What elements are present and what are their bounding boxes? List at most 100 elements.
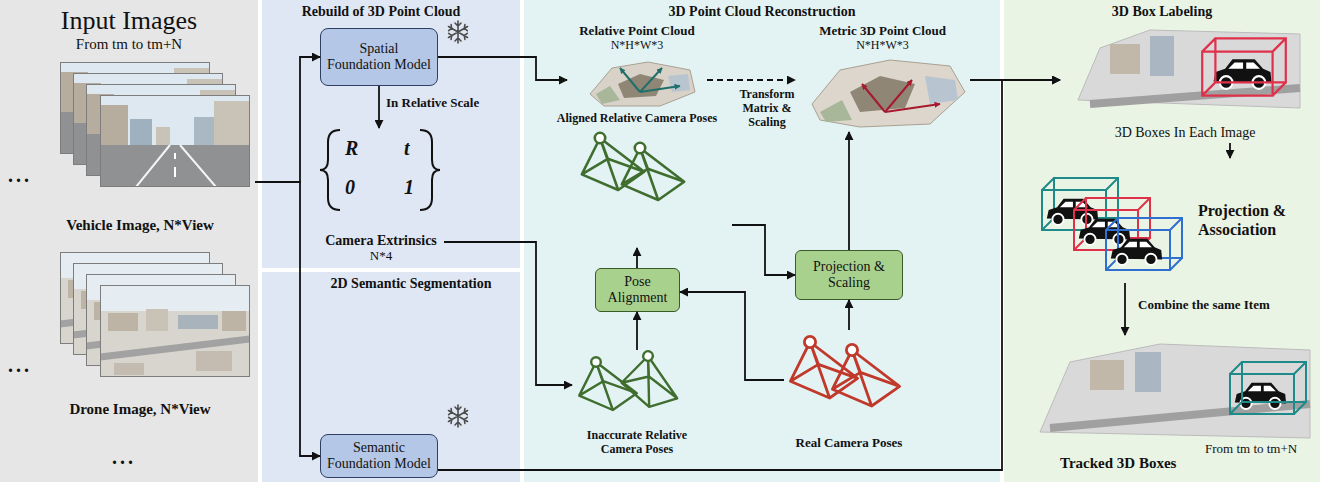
pose-arrows bbox=[640, 86, 680, 92]
model-box: Semantic Foundation Model bbox=[320, 434, 438, 478]
image-caption: Drone Image, N*View bbox=[25, 401, 255, 418]
label-holder: ... bbox=[112, 446, 136, 469]
point-cloud bbox=[820, 100, 852, 122]
ellipsis-mark: ... bbox=[8, 354, 32, 377]
figure-caption: Metric 3D Point Cloud bbox=[795, 24, 970, 39]
frozen-icon bbox=[449, 21, 468, 43]
ellipsis-mark: ... bbox=[112, 446, 136, 469]
process-box: Projection & Scaling bbox=[795, 250, 903, 300]
point-cloud bbox=[668, 74, 690, 92]
flow-arrow bbox=[636, 248, 638, 268]
matrix-entry: 1 bbox=[404, 176, 414, 199]
panel-heading: 3D Box Labeling bbox=[1008, 4, 1316, 20]
vehicle-image-stack bbox=[100, 95, 250, 187]
figure-caption: Inaccurate Relative Camera Poses bbox=[572, 429, 702, 457]
tracked-scene bbox=[1090, 360, 1124, 390]
point-cloud bbox=[812, 60, 965, 127]
flow-arrow bbox=[636, 312, 638, 350]
figure-caption: 3D Boxes In Each Image bbox=[1060, 125, 1310, 141]
flow-arrow bbox=[255, 57, 320, 182]
scene-with-box bbox=[1150, 36, 1174, 76]
drone-image-stack bbox=[60, 252, 250, 377]
tracked-scene bbox=[1040, 344, 1310, 438]
scene-with-box bbox=[1110, 44, 1140, 74]
scene-with-box bbox=[1214, 59, 1272, 89]
flow-arrow bbox=[438, 80, 1060, 470]
pose-arrows bbox=[620, 68, 680, 92]
figure-caption: Real Camera Poses bbox=[784, 436, 914, 451]
label-holder: 0 bbox=[345, 176, 355, 199]
label-holder: ... bbox=[8, 164, 32, 187]
model-box: Spatial Foundation Model bbox=[320, 28, 438, 86]
box-figure: Projection & Association bbox=[1030, 158, 1315, 283]
associated-boxes bbox=[1106, 218, 1182, 270]
label-holder: R bbox=[345, 137, 358, 160]
ellipsis-mark: ... bbox=[8, 164, 32, 187]
label-holder: In Relative Scale bbox=[386, 96, 498, 111]
point-cloud bbox=[812, 60, 965, 127]
panel-title: Input Images bbox=[4, 6, 254, 36]
camera-frustums bbox=[579, 346, 688, 414]
flow-arrow bbox=[1229, 143, 1231, 158]
pose-arrows bbox=[620, 68, 640, 92]
shape-note: N*H*W*3 bbox=[567, 39, 707, 53]
associated-boxes bbox=[1079, 219, 1130, 245]
scene-with-box bbox=[1202, 38, 1286, 95]
edge-label: In Relative Scale bbox=[386, 96, 498, 111]
label-holder: From tm to tm+N bbox=[1205, 442, 1297, 457]
step-label: Projection & Association bbox=[1198, 202, 1311, 239]
edge-label: Combine the same Item bbox=[1138, 298, 1310, 313]
flow-arrow bbox=[378, 86, 380, 128]
flow-arrow bbox=[848, 300, 850, 330]
point-cloud bbox=[596, 86, 620, 104]
flow-arrow bbox=[444, 242, 572, 385]
matrix-entry: t bbox=[404, 137, 410, 160]
process-box: Pose Alignment bbox=[595, 268, 680, 312]
flow-arrow bbox=[707, 79, 795, 81]
frozen-icon bbox=[449, 405, 468, 427]
frozen-icon bbox=[449, 405, 468, 427]
figure-caption: Camera Extrinsics bbox=[318, 233, 444, 249]
point-cloud bbox=[590, 62, 695, 106]
scene-with-box bbox=[1078, 30, 1300, 108]
drone-image-stack bbox=[100, 285, 250, 377]
pose-arrows bbox=[862, 84, 885, 112]
tracked-scene bbox=[1230, 362, 1306, 414]
point-cloud bbox=[590, 62, 695, 106]
pose-arrows bbox=[885, 80, 912, 112]
matrix-bracket bbox=[420, 130, 440, 210]
pose-arrows bbox=[862, 80, 940, 112]
flow-arrow bbox=[255, 182, 320, 456]
label-holder: Combine the same Item bbox=[1138, 298, 1310, 313]
matrix-bracket bbox=[320, 130, 340, 210]
point-cloud bbox=[618, 74, 664, 98]
label-holder: ... bbox=[8, 354, 32, 377]
camera-frustums bbox=[622, 143, 684, 200]
point-cloud bbox=[925, 76, 958, 104]
shape-note: N*H*W*3 bbox=[795, 39, 970, 53]
panel-heading: 3D Point Cloud Reconstruction bbox=[528, 4, 996, 20]
connector-group bbox=[255, 57, 1230, 470]
vehicle-image-stack bbox=[60, 62, 250, 187]
image-caption: Vehicle Image, N*View bbox=[25, 217, 255, 234]
associated-boxes bbox=[1047, 199, 1098, 225]
point-cloud bbox=[850, 76, 915, 112]
flow-arrow bbox=[848, 132, 850, 250]
tracked-scene bbox=[1135, 352, 1161, 392]
matrix-entry: 0 bbox=[345, 176, 355, 199]
camera-pose-figure: Aligned Relative Camera Poses bbox=[542, 112, 732, 248]
figure-caption: Relative Point Cloud bbox=[567, 24, 707, 39]
camera-frustums bbox=[832, 344, 899, 406]
flow-arrow bbox=[1124, 283, 1126, 335]
matrix-entry: R bbox=[345, 137, 358, 160]
shape-note: N*4 bbox=[318, 249, 444, 264]
time-range: From tm to tm+N bbox=[1205, 442, 1297, 457]
label-holder: Transform Matrix & Scaling bbox=[736, 88, 798, 129]
matrix-bracket bbox=[320, 130, 440, 210]
box-label: Spatial Foundation Model bbox=[327, 41, 431, 73]
edge-label: Transform Matrix & Scaling bbox=[736, 88, 798, 129]
box-label: Pose Alignment bbox=[600, 274, 675, 306]
camera-frustums bbox=[617, 346, 688, 414]
flow-arrow bbox=[732, 225, 795, 275]
